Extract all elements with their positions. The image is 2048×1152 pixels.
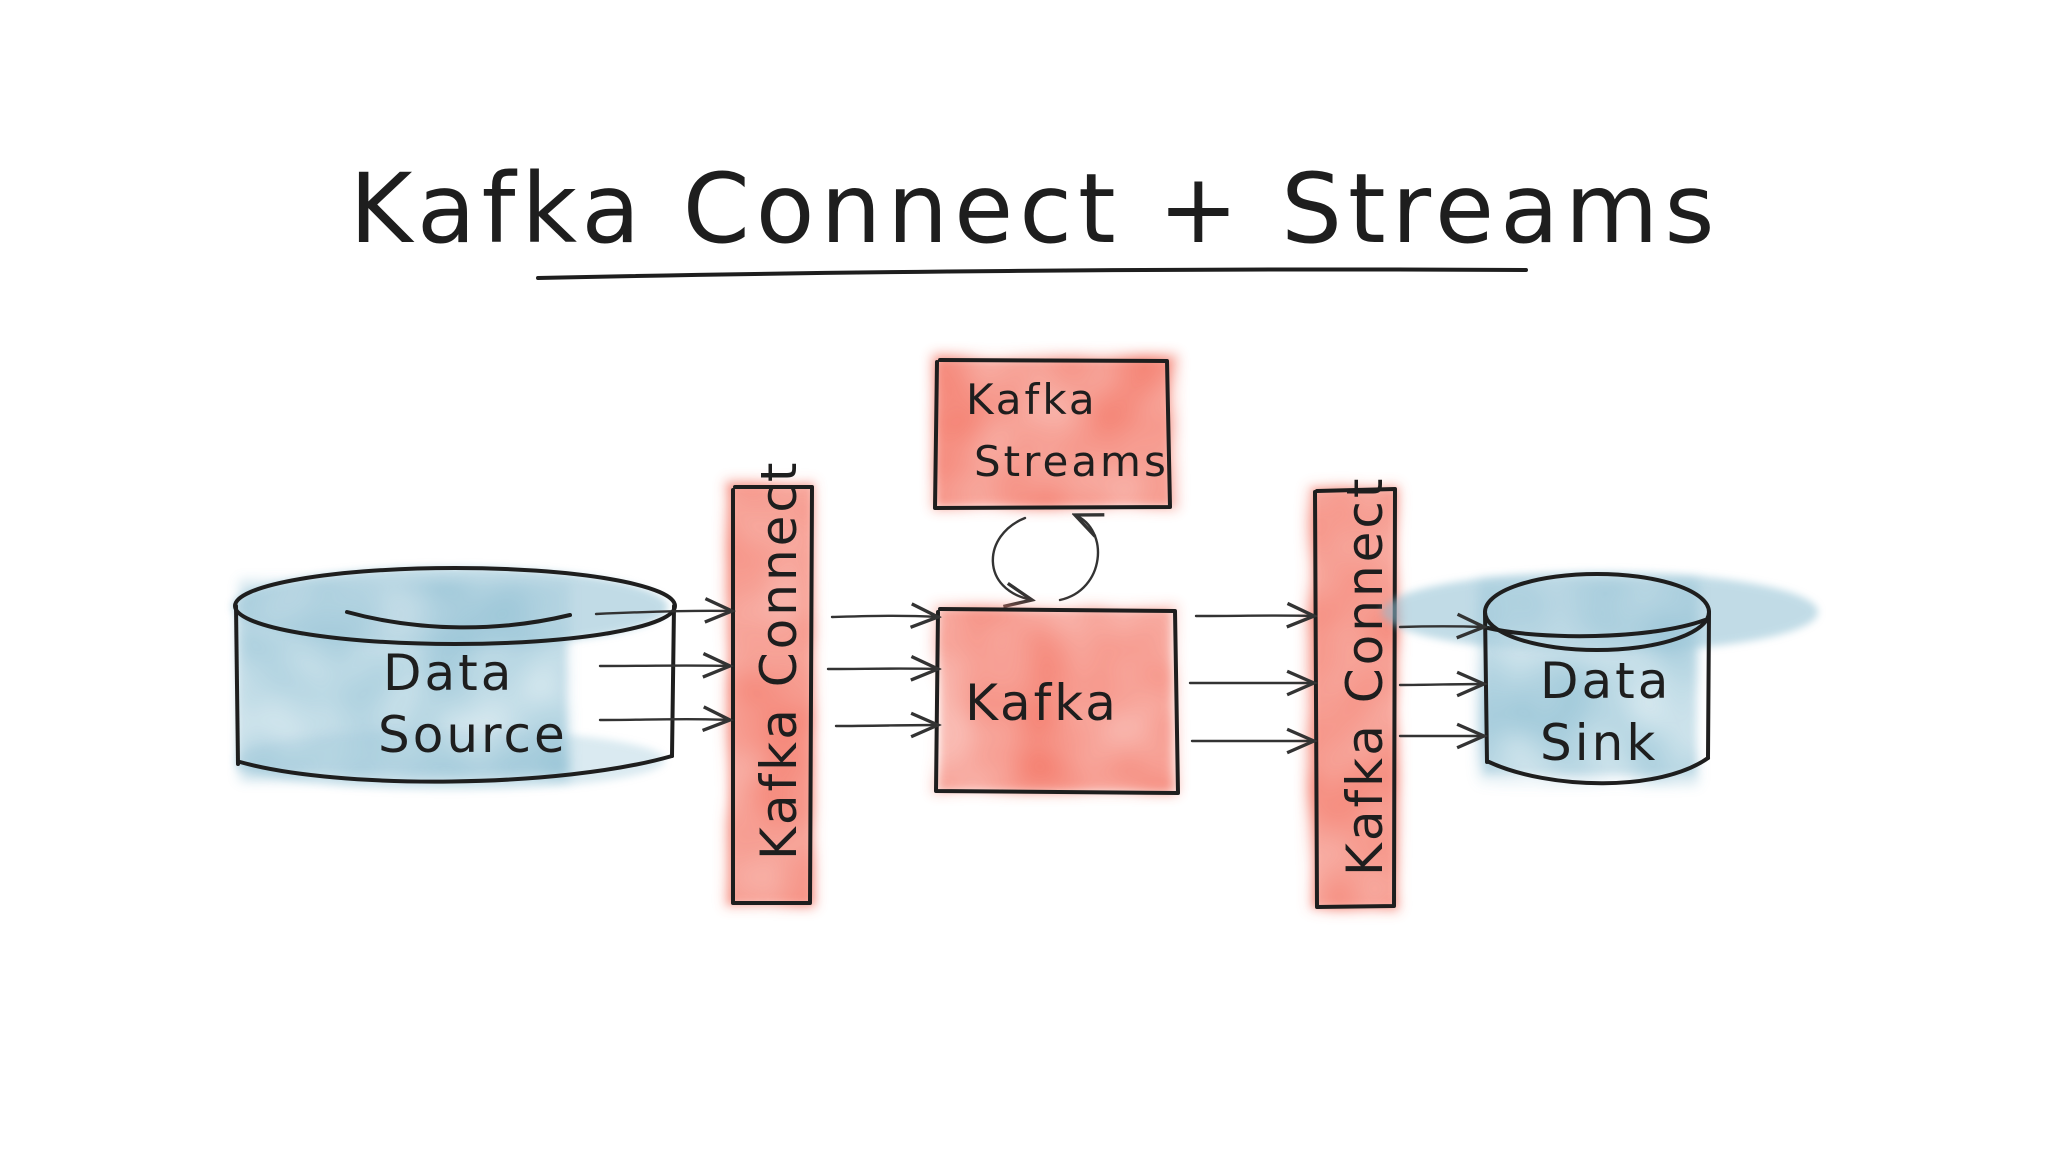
data-source-label-line1: Data [383,644,514,702]
kafka-connect-left-label: Kafka Connect [750,460,808,861]
arrows-connect-to-sink [1398,626,1484,736]
data-source-label-line2: Source [378,706,568,764]
kafka-connect-right-node: Kafka Connect [1306,476,1400,912]
kafka-streams-label-line2: Streams [974,437,1169,486]
arrows-connect-to-kafka [826,616,938,726]
kafka-connect-right-label: Kafka Connect [1336,476,1394,877]
page-title: Kafka Connect + Streams [350,153,1721,265]
kafka-streams-label-line1: Kafka [966,375,1098,424]
data-sink-label-line2: Sink [1540,714,1658,772]
kafka-label: Kafka [965,674,1119,732]
title-underline [536,267,1528,280]
kafka-connect-left-node: Kafka Connect [724,460,816,908]
data-sink-node: Data Sink [1382,572,1818,786]
arrows-source-to-connect [594,611,732,720]
data-sink-label-line1: Data [1540,652,1671,710]
data-source-node: Data Source [232,566,677,790]
streams-kafka-loop [991,515,1098,600]
kafka-streams-node: Kafka Streams [932,354,1178,510]
arrows-kafka-to-connect [1188,616,1314,741]
kafka-node: Kafka [932,604,1180,795]
